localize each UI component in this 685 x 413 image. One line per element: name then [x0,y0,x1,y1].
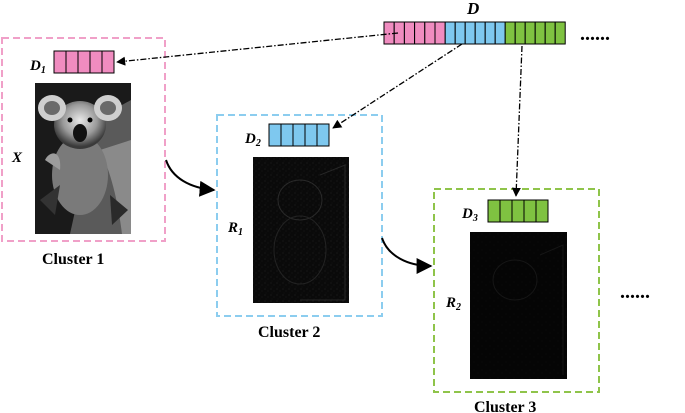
koala-image [35,83,131,234]
arrow-to-d3 [511,45,523,197]
cluster-1-dict-cell-1 [53,50,67,74]
dictionary-cell-pink-3 [403,21,416,45]
dictionary-cell-blue-1 [444,21,456,45]
arrow-cluster1-to-cluster2 [165,159,216,197]
residual-2-image [470,232,567,379]
cluster-3-dict-cells [487,199,549,223]
dictionary-arrows [116,32,523,197]
dictionary-label: D [466,0,479,18]
cluster-2: D2 R1 Cluster 2 [216,114,383,341]
arrow-to-d2 [332,43,463,129]
dictionary-cell-pink-4 [414,21,426,45]
cluster-1-dict-cell-2 [65,50,79,74]
dictionary-cell-blue-6 [494,21,506,45]
cluster-2-border [216,114,383,317]
dictionary-cell-blue-4 [474,21,486,45]
cluster-1-dict-label: D1 [29,58,46,76]
arrow-to-d1 [116,32,399,66]
cluster-2-input-label: R1 [227,220,243,238]
residual-1-image [253,157,349,303]
dictionary-cell-pink-6 [434,21,446,45]
arrow-cluster2-to-cluster3 [381,237,433,274]
cluster-3-dict-cell-3 [511,199,525,223]
dictionary-ellipsis: ...... [580,23,610,45]
cluster-2-dict-label: D2 [244,131,261,149]
cluster-2-dict-cells [268,123,330,147]
cluster-3: D3 R2 Cluster 3 [433,188,600,413]
cluster-1-dict-cell-3 [77,50,91,74]
dictionary-cell-green-5 [544,21,556,45]
cluster-2-dict-cell-5 [316,123,330,147]
dictionary-cell-green-6 [554,21,566,45]
cluster-3-dict-cell-1 [487,199,501,223]
cluster-2-dict-cell-3 [292,123,306,147]
dictionary-cell-green-3 [524,21,536,45]
dictionary-cell-blue-3 [464,21,476,45]
dictionary-cell-pink-5 [424,21,436,45]
cluster-1-input-label: X [11,150,23,166]
cluster-2-name: Cluster 2 [258,324,320,341]
cluster-1-name: Cluster 1 [42,251,104,268]
dictionary-d: D ...... [383,0,610,45]
cluster-3-dict-label: D3 [461,206,478,224]
cluster-1-dict-cell-4 [89,50,103,74]
cluster-3-input-label: R2 [445,295,461,313]
cluster-3-dict-cell-2 [499,199,513,223]
dictionary-cell-green-4 [534,21,546,45]
dictionary-cell-blue-2 [454,21,466,45]
cluster-flow-arrows [165,159,433,274]
cluster-1-dict-cells [53,50,115,74]
dictionary-cell-green-1 [504,21,516,45]
cluster-1-border [1,37,166,242]
dictionary-cells [383,21,566,45]
cluster-1-dict-cell-5 [101,50,115,74]
cluster-3-dict-cell-5 [535,199,549,223]
dictionary-cell-green-2 [514,21,526,45]
cluster-3-dict-cell-4 [523,199,537,223]
cluster-2-dict-cell-2 [280,123,294,147]
cluster-3-name: Cluster 3 [474,399,536,413]
dictionary-cell-blue-5 [484,21,496,45]
cluster-2-dict-cell-1 [268,123,282,147]
cluster-1: D1 X Cluster 1 [1,37,166,268]
cluster-2-dict-cell-4 [304,123,318,147]
trailing-ellipsis: ...... [620,281,650,303]
